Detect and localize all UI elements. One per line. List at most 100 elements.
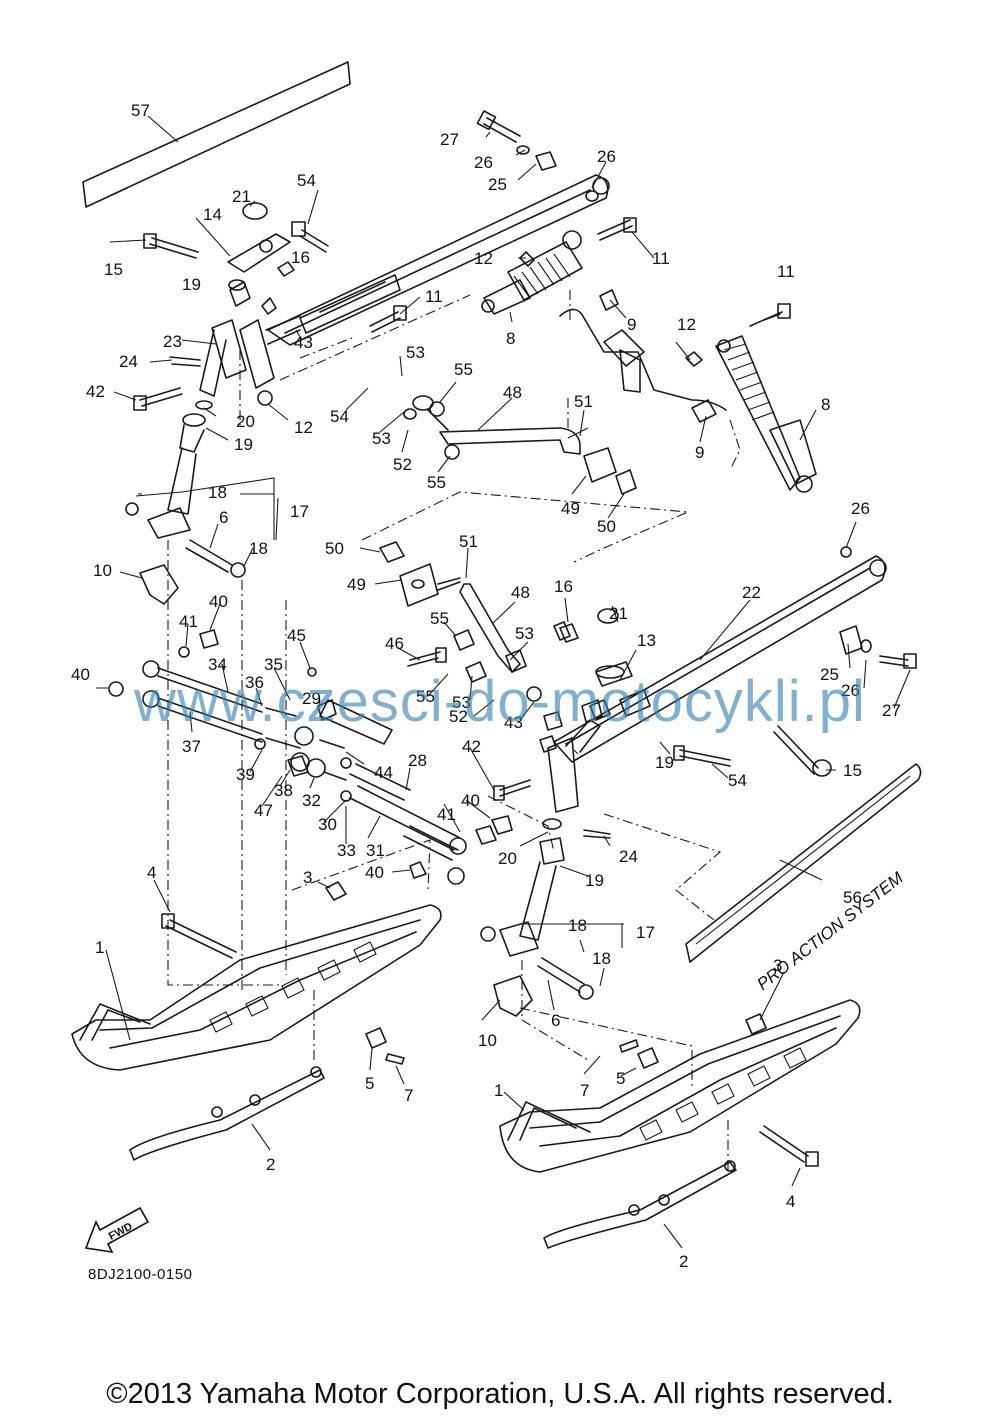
callout-18: 18 [208,483,227,502]
decal-56: PRO ACTION SYSTEM [685,763,922,994]
callout-16: 16 [554,577,573,596]
callout-18: 18 [568,916,587,935]
callout-40: 40 [365,863,384,882]
callout-4: 4 [786,1192,795,1211]
callout-12: 12 [294,418,313,437]
callout-11: 11 [777,262,795,281]
callout-43: 43 [294,333,313,352]
callout-51: 51 [574,392,593,411]
leader-lines [96,115,911,1249]
drawing-code: 8DJ2100-0150 [88,1266,193,1283]
callout-28: 28 [408,751,427,770]
callout-26: 26 [851,499,870,518]
callout-20: 20 [236,412,255,431]
callout-5: 5 [616,1069,625,1088]
callout-19: 19 [585,871,604,890]
callout-50: 50 [597,517,616,536]
callout-53: 53 [452,693,471,712]
callout-53: 53 [372,429,391,448]
callout-54: 54 [297,171,316,190]
callout-15: 15 [843,761,862,780]
callout-27: 27 [440,130,459,149]
callout-2: 2 [679,1252,688,1271]
callout-26: 26 [597,147,616,166]
callout-43: 43 [504,713,523,732]
decal-57 [82,61,351,208]
callout-labels: 57 27 26 26 25 54 21 14 16 15 12 11 19 1… [71,101,901,1271]
reference-lines [167,290,741,1170]
callout-14: 14 [203,205,222,224]
callout-37: 37 [182,737,201,756]
callout-21: 21 [232,187,251,206]
callout-8: 8 [506,329,515,348]
callout-29: 29 [302,689,321,708]
callout-17: 17 [636,923,655,942]
callout-39: 39 [236,765,255,784]
callout-9: 9 [627,315,636,334]
callout-17: 17 [290,502,309,521]
callout-49: 49 [347,575,366,594]
callout-24: 24 [119,352,138,371]
callout-34: 34 [208,655,227,674]
tie-rods-left [108,629,513,885]
callout-36: 36 [245,673,264,692]
callout-52: 52 [449,707,468,726]
callout-4: 4 [147,863,156,882]
callout-2: 2 [266,1155,275,1174]
ski-right [499,999,861,1173]
shock-absorber-right [715,335,817,493]
callout-19: 19 [182,275,201,294]
callout-52: 52 [393,455,412,474]
callout-1: 1 [95,938,104,957]
ski-runner-right [543,1160,737,1249]
callout-10: 10 [478,1031,497,1050]
callout-55: 55 [416,687,435,706]
suspension-arm-lower [553,555,887,763]
callout-48: 48 [511,583,530,602]
callout-26: 26 [474,153,493,172]
callout-22: 22 [742,583,761,602]
callout-21: 21 [609,604,628,623]
fwd-arrow-icon: FWD [84,1206,150,1254]
callout-46: 46 [385,634,404,653]
callout-18: 18 [592,949,611,968]
callout-38: 38 [274,781,293,800]
steering-spindle-left [125,413,246,605]
callout-50: 50 [325,539,344,558]
callout-20: 20 [498,849,517,868]
callout-16: 16 [291,248,310,267]
callout-5: 5 [365,1074,374,1093]
callout-40: 40 [461,791,480,810]
callout-40: 40 [71,665,90,684]
callout-49: 49 [561,499,580,518]
callout-55: 55 [427,473,446,492]
shock-absorber-center [481,230,583,315]
callout-33: 33 [337,841,356,860]
callout-1: 1 [494,1081,503,1100]
callout-55: 55 [430,609,449,628]
callout-15: 15 [104,260,123,279]
copyright-notice: ©2013 Yamaha Motor Corporation, U.S.A. A… [106,1378,894,1410]
callout-13: 13 [637,631,656,650]
ski-runner-left [129,1066,325,1161]
ski-left [71,881,442,1071]
callout-19: 19 [234,435,253,454]
callout-41: 41 [179,612,198,631]
callout-10: 10 [93,561,112,580]
callout-26: 26 [841,681,860,700]
callout-6: 6 [219,508,228,527]
callout-55: 55 [454,360,473,379]
callout-51: 51 [459,532,478,551]
callout-24: 24 [619,847,638,866]
callout-25: 25 [820,665,839,684]
callout-23: 23 [163,332,182,351]
link-rod-48-upper [403,395,637,495]
callout-53: 53 [515,624,534,643]
callout-6: 6 [551,1011,560,1030]
callout-3: 3 [303,868,312,887]
callout-54: 54 [330,407,349,426]
callout-42: 42 [462,737,481,756]
callout-11: 11 [652,249,670,268]
steering-spindle-right [480,546,917,1017]
callout-57: 57 [131,101,150,120]
